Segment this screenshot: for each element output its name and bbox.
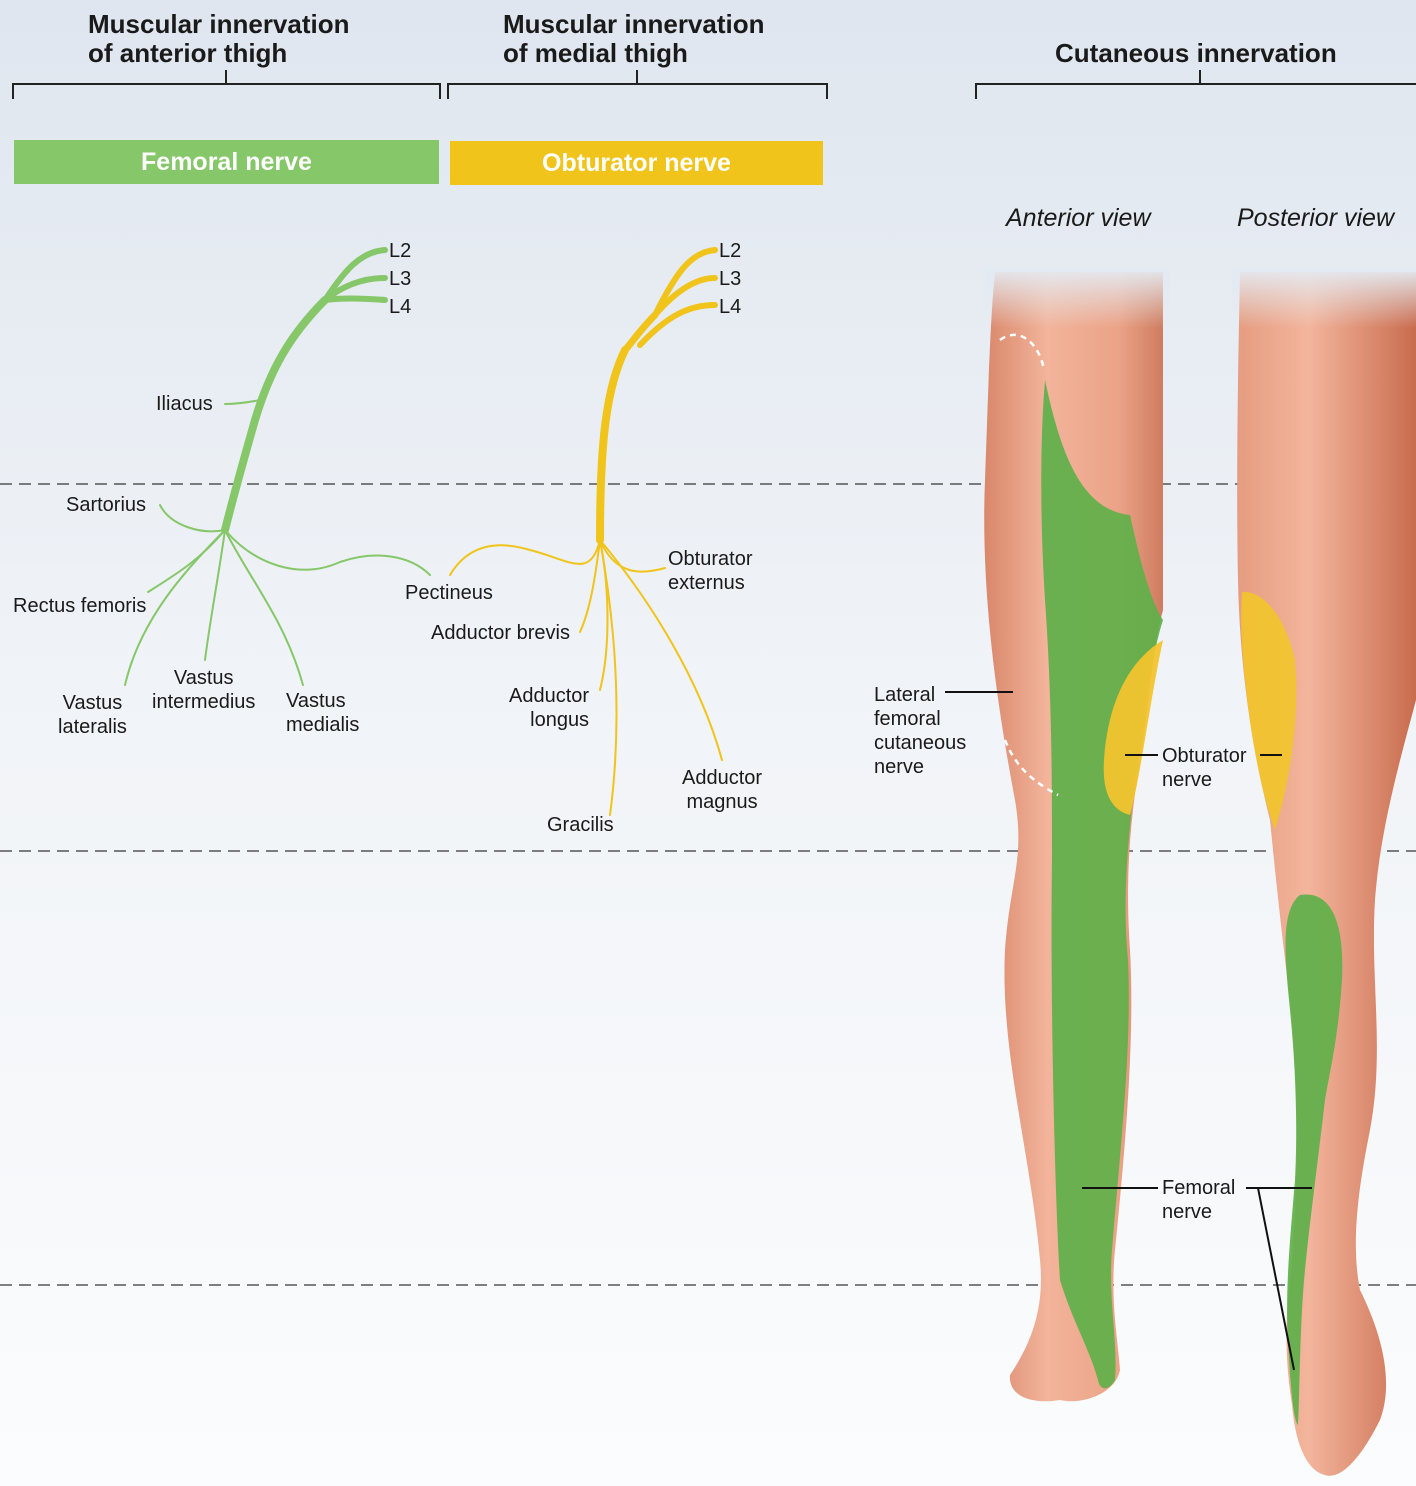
label-vastus-medialis: Vastus medialis [286, 689, 359, 737]
bracket-anterior [13, 70, 440, 99]
header-medial-thigh: Muscular innervation of medial thigh [503, 10, 765, 68]
label-lateral-2: femoral [874, 707, 966, 731]
label-obturator-externus-2: externus [668, 571, 752, 595]
label-adductor-magnus-1: Adductor [682, 766, 762, 790]
label-adductor-longus-1: Adductor [509, 684, 589, 708]
header-anterior-line1: Muscular innervation [88, 10, 350, 39]
posterior-view-title: Posterior view [1237, 204, 1394, 233]
label-femoral-cutaneous: Femoral nerve [1162, 1176, 1235, 1224]
label-obturator-externus-1: Obturator [668, 547, 752, 571]
label-iliacus: Iliacus [156, 392, 213, 416]
label-adductor-longus: Adductor longus [509, 684, 589, 732]
anterior-leg-figure [984, 268, 1170, 1401]
label-obturator-cutaneous-1: Obturator [1162, 744, 1246, 768]
label-adductor-brevis: Adductor brevis [431, 621, 570, 645]
femoral-root-l2: L2 [389, 239, 411, 263]
header-anterior-thigh: Muscular innervation of anterior thigh [88, 10, 350, 68]
femoral-root-l3: L3 [389, 267, 411, 291]
label-sartorius: Sartorius [66, 493, 146, 517]
femoral-nerve-bar: Femoral nerve [14, 140, 439, 184]
obturator-root-l4: L4 [719, 295, 741, 319]
anterior-view-title: Anterior view [1006, 204, 1151, 233]
label-vastus-lateralis-1: Vastus [58, 691, 127, 715]
label-lateral-femoral-cutaneous-nerve: Lateral femoral cutaneous nerve [874, 683, 966, 779]
header-medial-line1: Muscular innervation [503, 10, 765, 39]
obturator-nerve-bar: Obturator nerve [450, 141, 823, 185]
label-lateral-1: Lateral [874, 683, 966, 707]
label-adductor-magnus: Adductor magnus [682, 766, 762, 814]
label-femoral-cutaneous-2: nerve [1162, 1200, 1235, 1224]
bracket-cutaneous [976, 70, 1416, 99]
header-cutaneous: Cutaneous innervation [1055, 39, 1337, 68]
label-obturator-cutaneous: Obturator nerve [1162, 744, 1246, 792]
label-rectus-femoris: Rectus femoris [13, 594, 146, 618]
label-vastus-intermedius: Vastus intermedius [152, 666, 255, 714]
label-adductor-longus-2: longus [509, 708, 589, 732]
label-vastus-intermedius-2: intermedius [152, 690, 255, 714]
obturator-root-l3: L3 [719, 267, 741, 291]
femoral-nerve-tree [125, 250, 430, 685]
label-obturator-externus: Obturator externus [668, 547, 752, 595]
label-adductor-magnus-2: magnus [682, 790, 762, 814]
label-vastus-intermedius-1: Vastus [152, 666, 255, 690]
header-anterior-line2: of anterior thigh [88, 39, 350, 68]
label-lateral-3: cutaneous [874, 731, 966, 755]
label-vastus-lateralis-2: lateralis [58, 715, 127, 739]
label-obturator-cutaneous-2: nerve [1162, 768, 1246, 792]
label-lateral-4: nerve [874, 755, 966, 779]
femoral-root-l4: L4 [389, 295, 411, 319]
posterior-leg-figure [1232, 268, 1416, 1476]
label-pectineus: Pectineus [405, 581, 493, 605]
label-vastus-medialis-1: Vastus [286, 689, 359, 713]
label-vastus-medialis-2: medialis [286, 713, 359, 737]
label-femoral-cutaneous-1: Femoral [1162, 1176, 1235, 1200]
label-vastus-lateralis: Vastus lateralis [58, 691, 127, 739]
obturator-root-l2: L2 [719, 239, 741, 263]
label-gracilis: Gracilis [547, 813, 614, 837]
bracket-medial [448, 70, 827, 99]
header-medial-line2: of medial thigh [503, 39, 765, 68]
